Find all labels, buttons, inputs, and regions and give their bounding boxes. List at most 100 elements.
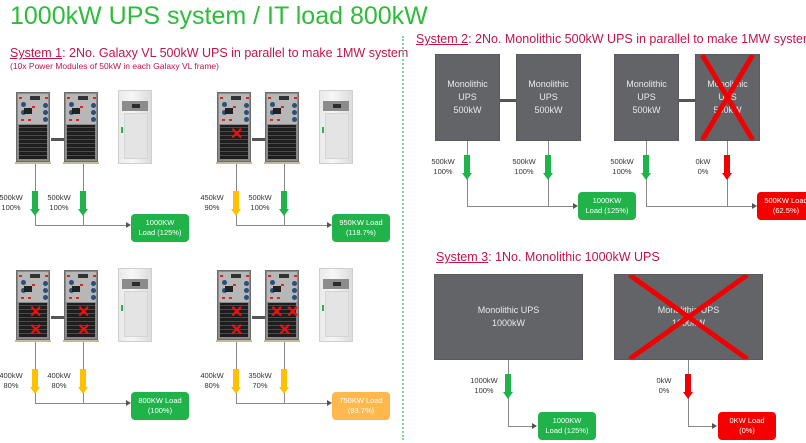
failed-module-cross-icon: ✕ bbox=[270, 304, 284, 321]
connector-arrow-icon bbox=[126, 222, 131, 228]
fan-icon bbox=[69, 288, 74, 293]
frame-base bbox=[63, 340, 99, 342]
frame-display bbox=[279, 96, 289, 100]
system2-label: System 2 bbox=[416, 32, 469, 46]
connector-arrow-icon bbox=[327, 222, 332, 228]
arrow-head bbox=[78, 209, 88, 216]
power-flow-arrow-icon bbox=[279, 191, 289, 216]
parallel-link bbox=[500, 99, 516, 102]
red-indicator bbox=[233, 284, 236, 286]
arrow-head bbox=[279, 209, 289, 216]
load-line1: 1000KW bbox=[145, 218, 175, 227]
power-flow-arrow-icon bbox=[231, 191, 241, 216]
fan-icon bbox=[43, 288, 48, 293]
load-line1: 750KW Load bbox=[339, 396, 383, 405]
fan-icon bbox=[21, 110, 26, 115]
flow-percent: 80% bbox=[204, 381, 220, 390]
flow-kw: 350kW bbox=[248, 371, 272, 380]
load-line1: 0KW Load bbox=[729, 416, 765, 425]
arrow-shaft bbox=[233, 369, 239, 387]
load-box: 500KW Load(62.5%) bbox=[757, 192, 806, 220]
red-indicator bbox=[80, 284, 83, 286]
flow-kw: 500kW bbox=[512, 157, 536, 166]
fan-icon bbox=[21, 280, 26, 285]
fan-icon bbox=[91, 103, 96, 108]
red-indicator bbox=[222, 119, 225, 121]
cabinet-panel bbox=[323, 101, 349, 111]
flow-percent: 70% bbox=[252, 381, 268, 390]
flow-kw: 1000kW bbox=[470, 376, 498, 385]
load-line2: (93.7%) bbox=[347, 406, 375, 415]
power-modules bbox=[268, 125, 296, 159]
frame-base bbox=[63, 162, 99, 164]
red-indicator bbox=[45, 97, 48, 99]
connector-line bbox=[688, 426, 716, 427]
load-box: 750KW Load(93.7%) bbox=[332, 392, 390, 420]
breaker bbox=[273, 286, 281, 292]
parallel-link bbox=[252, 138, 265, 141]
frame-base bbox=[216, 340, 252, 342]
ups-label-line: 500kW bbox=[632, 105, 661, 115]
parallel-link bbox=[51, 316, 64, 319]
arrow-shaft bbox=[643, 155, 649, 173]
connector-arrow-icon bbox=[752, 203, 757, 209]
red-indicator bbox=[80, 106, 83, 108]
flow-percent: 90% bbox=[204, 203, 220, 212]
system1-label: System 1 bbox=[10, 46, 63, 60]
fan-icon bbox=[222, 280, 227, 285]
load-line2: (62.5%) bbox=[772, 206, 800, 215]
fan-icon bbox=[91, 117, 96, 122]
arrow-head bbox=[30, 387, 40, 394]
fan-icon bbox=[270, 280, 275, 285]
flow-percent: 100% bbox=[514, 167, 534, 176]
connector-arrow-icon bbox=[327, 400, 332, 406]
galaxy-vl-frame: ✕✕ bbox=[216, 270, 252, 342]
power-flow-arrow-icon bbox=[683, 374, 693, 399]
fan-icon bbox=[244, 117, 249, 122]
galaxy-vl-frame bbox=[63, 92, 99, 164]
breaker bbox=[24, 286, 32, 292]
connector-arrow-icon bbox=[532, 423, 537, 429]
red-indicator bbox=[233, 106, 236, 108]
breaker bbox=[72, 286, 80, 292]
load-line1: 800KW Load bbox=[138, 396, 182, 405]
red-indicator bbox=[76, 297, 79, 299]
red-indicator bbox=[277, 297, 280, 299]
red-indicator bbox=[32, 106, 35, 108]
system1-heading: System 1: 2No. Galaxy VL 500kW UPS in pa… bbox=[10, 46, 408, 60]
fan-icon bbox=[69, 280, 74, 285]
parallel-link bbox=[252, 316, 265, 319]
red-indicator bbox=[93, 97, 96, 99]
ups-label-line: UPS bbox=[458, 92, 477, 102]
galaxy-vl-frame bbox=[15, 92, 51, 164]
breaker bbox=[273, 108, 281, 114]
frame-display bbox=[279, 274, 289, 278]
failed-module-cross-icon: ✕ bbox=[29, 304, 43, 321]
red-indicator bbox=[67, 97, 70, 99]
cabinet-screen bbox=[333, 282, 341, 286]
red-indicator bbox=[281, 106, 284, 108]
arrow-shaft bbox=[685, 374, 691, 392]
galaxy-vl-cabinet bbox=[319, 268, 353, 342]
arrow-shaft bbox=[505, 374, 511, 392]
cabinet-screen bbox=[132, 282, 140, 286]
load-line2: Load (125%) bbox=[138, 228, 182, 237]
fan-icon bbox=[43, 110, 48, 115]
cabinet-door bbox=[124, 113, 148, 159]
frame-control-section bbox=[267, 94, 297, 124]
flow-percent: 100% bbox=[1, 203, 21, 212]
ups-label-line: 500kW bbox=[453, 105, 482, 115]
red-indicator bbox=[76, 119, 79, 121]
flow-percent: 100% bbox=[474, 386, 494, 395]
frame-control-section bbox=[267, 272, 297, 302]
frame-control-section bbox=[66, 94, 96, 124]
fan-icon bbox=[270, 288, 275, 293]
power-modules bbox=[67, 125, 95, 159]
fan-icon bbox=[21, 288, 26, 293]
